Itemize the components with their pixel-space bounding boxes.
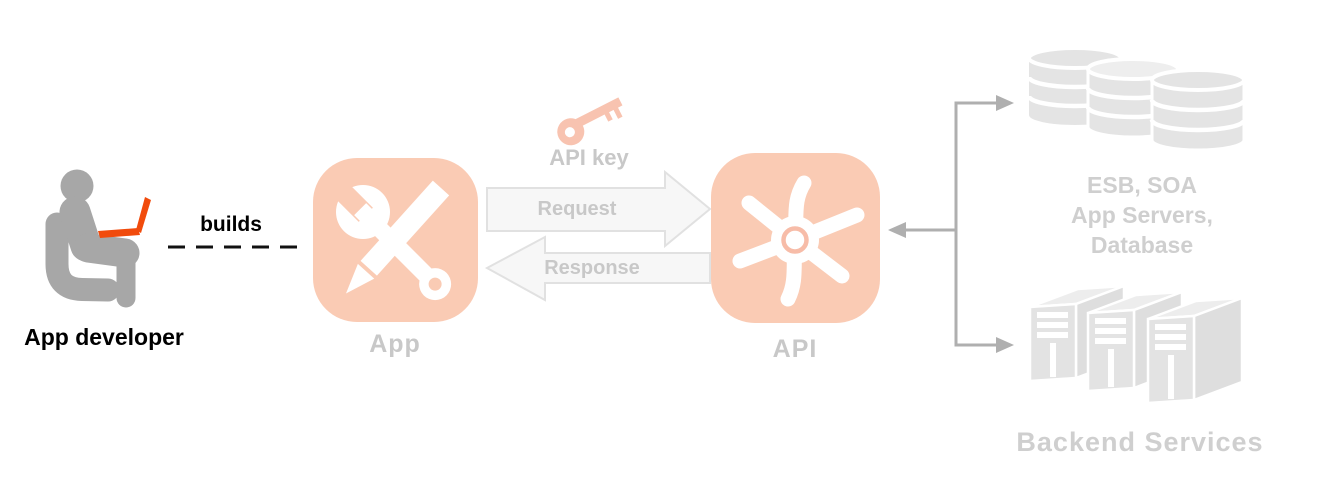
server-tower-detail: [1037, 312, 1068, 377]
request-label: Request: [537, 198, 617, 220]
api-label: API: [772, 335, 818, 363]
response-label: Response: [544, 257, 640, 279]
pencil-glyph: [345, 180, 450, 294]
app-icon: [313, 158, 478, 322]
response-arrow: [484, 235, 711, 302]
connector-arrowhead-left: [888, 222, 906, 238]
chair-shape: [45, 212, 120, 302]
spoked-gear-icon: [732, 175, 865, 307]
server-tower-detail: [1095, 318, 1126, 387]
wrench-glyph: [330, 179, 452, 301]
esb-label-line2: App Servers,: [1071, 202, 1213, 228]
laptop-screen: [136, 197, 151, 233]
esb-label: ESB, SOA App Servers, Database: [1071, 170, 1213, 260]
api-key-label: API key: [549, 145, 629, 170]
connector-arrowhead-top: [996, 95, 1014, 111]
api-icon: [711, 153, 880, 323]
app-label: App: [369, 330, 421, 358]
builds-label: builds: [200, 213, 262, 236]
server-towers-icon: [1028, 284, 1244, 405]
backend-services-label: Backend Services: [1016, 427, 1264, 457]
laptop-base: [98, 228, 140, 238]
gear-center-ring: [781, 226, 809, 254]
server-tower: [1146, 296, 1244, 405]
connector-arrowhead-bottom: [996, 337, 1014, 353]
key-icon: [557, 97, 623, 146]
database-cylinders-icon: [1026, 46, 1247, 152]
server-tower-detail: [1155, 324, 1186, 399]
seated-developer-with-laptop-icon: [45, 169, 151, 308]
esb-label-line3: Database: [1090, 232, 1194, 258]
request-arrow: [486, 169, 712, 249]
backend-bracket-connector: [954, 101, 996, 347]
esb-label-line1: ESB, SOA: [1087, 172, 1197, 198]
wrench-and-pencil-icon: [330, 179, 452, 301]
database-cylinder: [1149, 68, 1247, 152]
developer-label: App developer: [24, 324, 184, 350]
person-head: [60, 169, 94, 203]
